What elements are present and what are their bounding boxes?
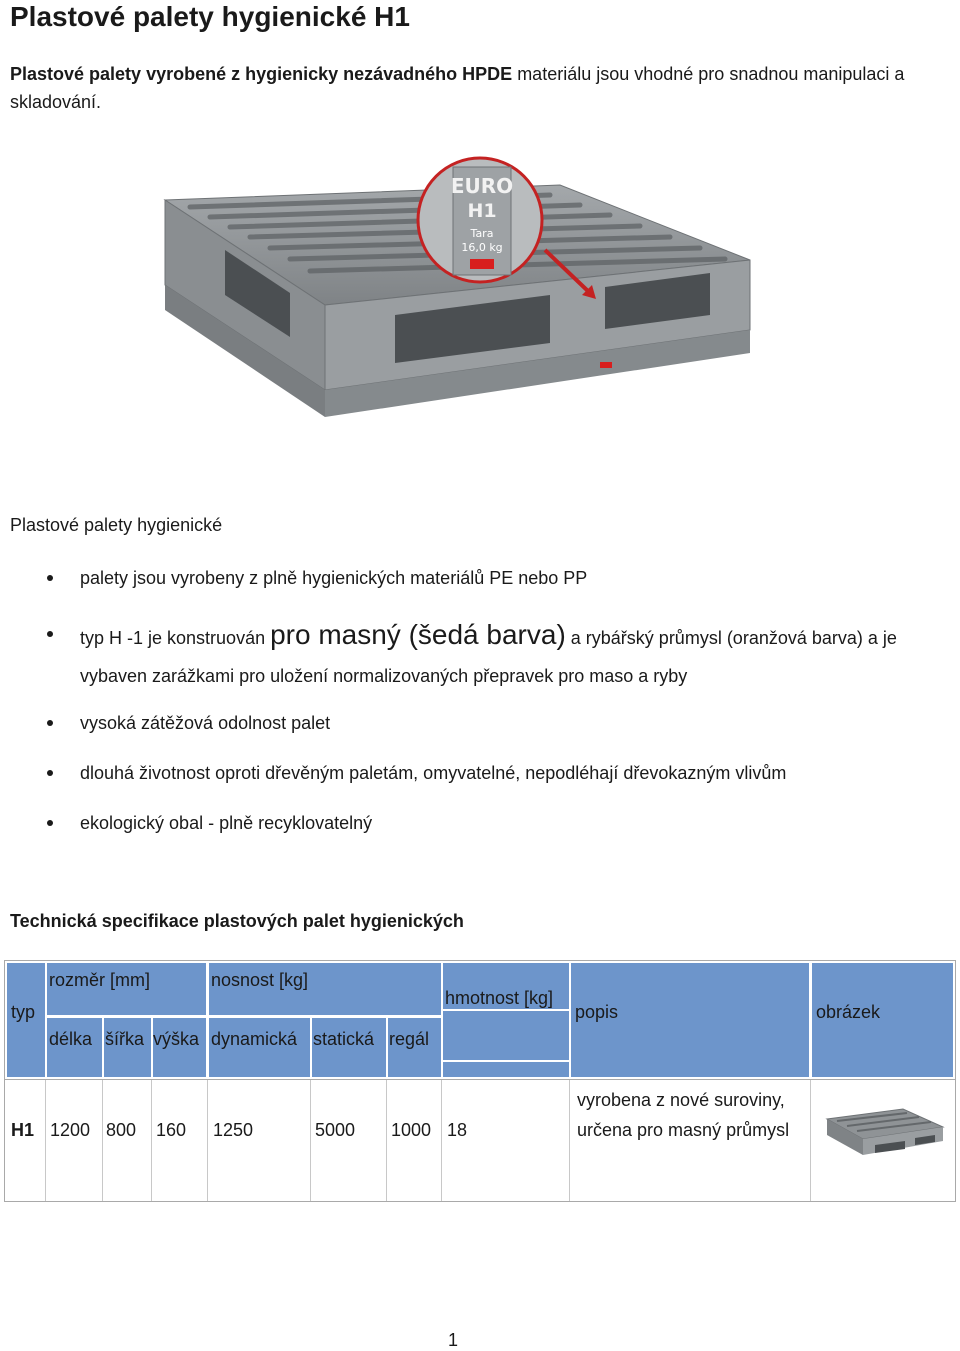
intro-rest: materiálu jsou vhodné pro snadnou manipu… <box>10 64 905 112</box>
intro-bold: Plastové palety vyrobené z hygienicky ne… <box>10 64 513 84</box>
list-item: palety jsou vyrobeny z plně hygienických… <box>47 560 940 596</box>
cell-sirka: 800 <box>106 1120 137 1140</box>
header-rule <box>443 1060 569 1062</box>
bullet-dot-icon <box>47 631 53 637</box>
header-vyska: výška <box>153 1018 206 1077</box>
header-rozmer: rozměr [mm] <box>47 963 206 1015</box>
bullet-dot-icon <box>47 820 53 826</box>
cell-dynamicka: 1250 <box>213 1120 254 1140</box>
col-divider <box>441 1080 442 1201</box>
header-regal: regál <box>388 1018 441 1077</box>
header-hmotnost: hmotnost [kg] <box>443 963 569 1077</box>
row-divider <box>5 1079 955 1080</box>
list-item-text-b: a rybářský průmysl (oranžová barva) a je… <box>80 628 897 686</box>
bullet-dot-icon <box>47 575 53 581</box>
list-item-text-a: typ H -1 je konstruován <box>80 628 271 648</box>
hero-label-2: H1 <box>467 200 496 222</box>
pallet-thumbnail <box>825 1108 945 1155</box>
list-item: dlouhá životnost oproti dřevěným paletám… <box>47 755 940 791</box>
list-item-text: ekologický obal - plně recyklovatelný <box>80 813 373 833</box>
hero-label-3: Tara <box>470 227 494 240</box>
header-popis: popis <box>571 963 809 1077</box>
header-delka: délka <box>47 1018 102 1077</box>
list-item: vysoká zátěžová odolnost palet <box>47 705 940 741</box>
cell-regal: 1000 <box>391 1120 432 1140</box>
spec-heading: Technická specifikace plastových palet h… <box>10 911 464 931</box>
list-item-text: palety jsou vyrobeny z plně hygienických… <box>80 568 588 588</box>
list-item: typ H -1 je konstruován pro masný (šedá … <box>47 616 940 695</box>
hero-label-1: EURO <box>451 174 513 198</box>
header-typ: typ <box>7 963 45 1077</box>
header-rule <box>443 1009 569 1011</box>
header-obrazek: obrázek <box>812 963 953 1077</box>
cell-popis: vyrobena z nové suroviny, určena pro mas… <box>577 1090 790 1140</box>
cell-hmotnost: 18 <box>447 1120 468 1140</box>
col-divider <box>207 1080 208 1201</box>
page-number: 1 <box>448 1330 459 1350</box>
header-staticka: statická <box>312 1018 386 1077</box>
header-nosnost: nosnost [kg] <box>209 963 441 1015</box>
cell-typ: H1 <box>11 1120 35 1140</box>
col-divider <box>102 1080 103 1201</box>
col-divider <box>569 1080 570 1201</box>
header-dynamicka: dynamická <box>209 1018 310 1077</box>
header-sirka: šířka <box>104 1018 151 1077</box>
spec-table: typ rozměr [mm] nosnost [kg] délka šířka… <box>4 960 956 1202</box>
col-divider <box>151 1080 152 1201</box>
cell-delka: 1200 <box>50 1120 91 1140</box>
intro-paragraph: Plastové palety vyrobené z hygienicky ne… <box>10 60 930 116</box>
cell-vyska: 160 <box>156 1120 187 1140</box>
col-divider <box>45 1080 46 1201</box>
list-item-text: dlouhá životnost oproti dřevěným paletám… <box>80 763 787 783</box>
page-title: Plastové palety hygienické H1 <box>10 1 410 32</box>
col-divider <box>386 1080 387 1201</box>
cell-staticka: 5000 <box>315 1120 356 1140</box>
pallet-photo: EURO H1 Tara 16,0 kg <box>163 156 751 417</box>
hero-label-4: 16,0 kg <box>461 241 502 254</box>
list-item: ekologický obal - plně recyklovatelný <box>47 805 940 841</box>
bullet-dot-icon <box>47 770 53 776</box>
bullet-dot-icon <box>47 720 53 726</box>
section-heading: Plastové palety hygienické <box>10 515 223 535</box>
col-divider <box>310 1080 311 1201</box>
list-item-text: vysoká zátěžová odolnost palet <box>80 713 331 733</box>
col-divider <box>810 1080 811 1201</box>
list-item-highlight: pro masný (šedá barva) <box>270 619 566 650</box>
